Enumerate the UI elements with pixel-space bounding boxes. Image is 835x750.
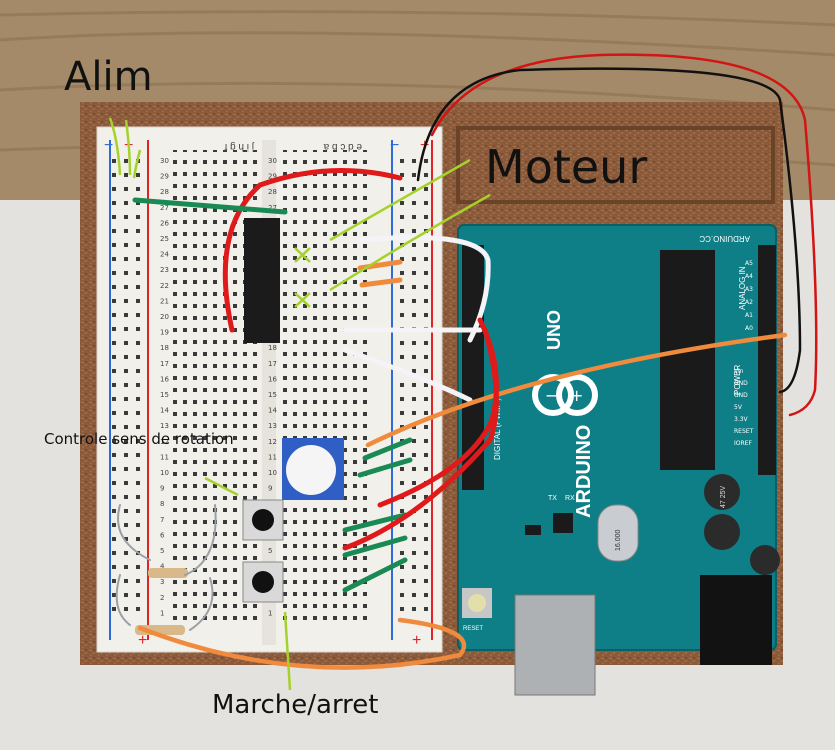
row-number: 2: [160, 594, 164, 602]
analog-pin-label: A0: [745, 325, 753, 332]
row-number: 25: [160, 235, 169, 243]
row-number: 3: [160, 578, 164, 586]
row-number: 12: [268, 438, 277, 446]
rail-plus-bottom-right: +: [412, 632, 421, 649]
row-number: 28: [268, 188, 277, 196]
motor-driver-ic: [244, 218, 280, 343]
row-number: 27: [160, 204, 169, 212]
row-number: 5: [160, 547, 164, 555]
row-number: 17: [268, 360, 277, 368]
row-number: 16: [160, 375, 169, 383]
row-number: 26: [160, 219, 169, 227]
arduino-model: UNO: [544, 310, 564, 350]
row-number: 16: [268, 375, 277, 383]
row-number: 8: [160, 500, 164, 508]
row-number: 30: [268, 157, 277, 165]
row-number: 20: [160, 313, 169, 321]
label-alim: Alim: [64, 54, 153, 100]
row-number: 19: [160, 329, 169, 337]
usb-connector: [514, 594, 596, 696]
column-letters-right: e d c b a: [323, 141, 362, 152]
power-pin-label: GND: [734, 380, 748, 387]
analog-pin-label: A4: [745, 273, 753, 280]
row-number: 15: [160, 391, 169, 399]
wires: [115, 53, 818, 670]
analog-pin-label: A1: [745, 312, 753, 319]
row-number: 27: [268, 204, 277, 212]
arduino-tx: TX: [548, 495, 557, 502]
analog-pin-label: A3: [745, 286, 753, 293]
rail-minus-left: −: [104, 137, 113, 154]
row-number: 14: [160, 407, 169, 415]
breadboard: 3030292928282727262625252424232322222121…: [96, 126, 443, 653]
power-pin-label: Vin: [734, 368, 744, 375]
arduino-uno: − + ARDUINO UNO ARDUINO.CC DIGITAL (PWM~…: [457, 224, 780, 696]
row-number: 4: [160, 563, 165, 571]
capacitor-label: 47 25V: [720, 485, 727, 508]
svg-text:−: −: [545, 386, 558, 405]
arduino-rx: RX: [565, 495, 575, 502]
arduino-power: POWER: [733, 365, 742, 395]
power-pin-label: 5V: [734, 404, 743, 411]
power-pin-label: RESET: [734, 428, 754, 435]
rail-minus-right: −: [390, 137, 399, 154]
row-number: 7: [160, 516, 164, 524]
atmega-chip: [660, 250, 715, 470]
row-number: 12: [160, 438, 169, 446]
row-number: 11: [268, 453, 277, 461]
label-marche-arret: Marche/arret: [212, 690, 379, 720]
row-number: 13: [268, 422, 277, 430]
arduino-analog: ANALOG IN: [738, 266, 747, 310]
arduino-website: ARDUINO.CC: [699, 234, 750, 243]
arduino-digital: DIGITAL (PWM~): [493, 398, 502, 460]
row-number: 10: [268, 469, 277, 477]
annotation-arrows: [108, 117, 491, 691]
row-number: 6: [160, 531, 165, 539]
label-moteur: Moteur: [485, 140, 648, 194]
row-number: 15: [268, 391, 277, 399]
row-number: 9: [268, 485, 272, 493]
resistor-1: [148, 568, 188, 578]
row-number: 22: [160, 282, 169, 290]
row-number: 18: [160, 344, 169, 352]
power-pin-label: GND: [734, 392, 748, 399]
power-pin-label: 3.3V: [734, 416, 749, 423]
rail-plus-bottom-left: +: [138, 632, 147, 649]
row-number: 23: [160, 266, 169, 274]
arduino-brand: ARDUINO: [573, 425, 595, 518]
row-number: 1: [268, 609, 272, 617]
analog-pin-label: A5: [745, 260, 753, 267]
row-number: 21: [160, 297, 169, 305]
row-number: 1: [160, 609, 164, 617]
row-number: 14: [268, 407, 277, 415]
svg-text:+: +: [570, 386, 583, 405]
row-number: 17: [160, 360, 169, 368]
power-pin-label: IOREF: [734, 440, 752, 447]
row-number: 18: [268, 344, 277, 352]
crystal-label: 16.000: [615, 529, 622, 551]
row-number: 29: [268, 173, 277, 181]
row-number: 5: [268, 547, 272, 555]
row-number: 11: [160, 453, 169, 461]
row-number: 9: [160, 485, 164, 493]
dc-jack: [700, 575, 772, 665]
row-number: 28: [160, 188, 169, 196]
label-controle-sens: Controle sens de rotation: [44, 430, 234, 448]
analog-pin-label: A2: [745, 299, 753, 306]
row-number: 10: [160, 469, 169, 477]
row-number: 29: [160, 173, 169, 181]
row-number: 24: [160, 251, 169, 259]
row-number: 30: [160, 157, 169, 165]
column-letters-left: j i h g f: [224, 141, 255, 152]
row-number: 13: [160, 422, 169, 430]
reset-label: RESET: [463, 626, 483, 632]
